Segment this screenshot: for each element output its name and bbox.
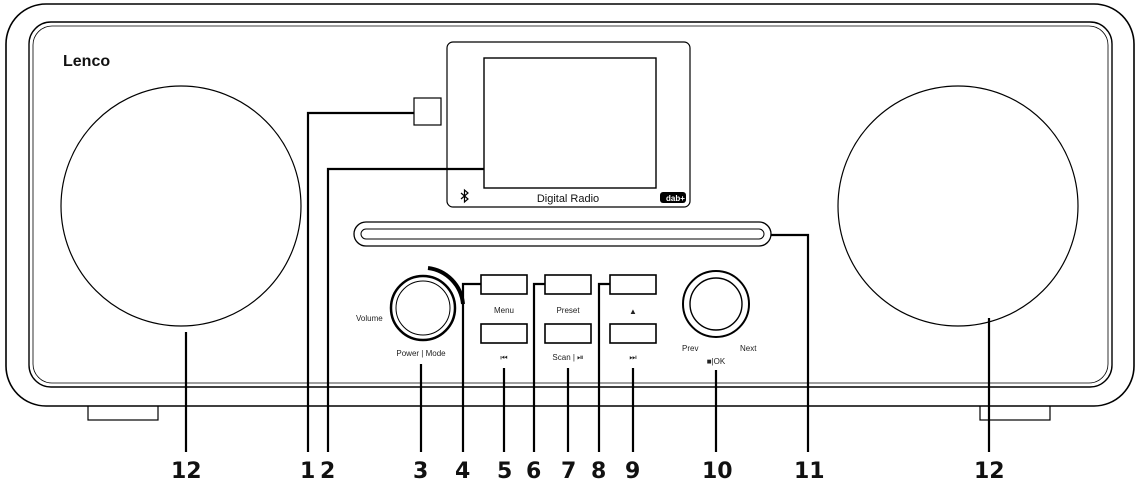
- callout-7: 7: [561, 459, 576, 484]
- prev-track-icon: ⏮: [500, 353, 507, 362]
- callout-2: 2: [320, 459, 335, 484]
- callout-12-left: 12: [171, 459, 202, 484]
- scan-play-label: Scan | ⏯: [552, 353, 583, 362]
- menu-label: Menu: [494, 306, 514, 315]
- prev-track-button[interactable]: [480, 323, 528, 344]
- preset-button[interactable]: [544, 274, 592, 295]
- callout-5: 5: [497, 459, 512, 484]
- remote-sensor: [413, 97, 442, 126]
- stop-ok-label: ■|OK: [707, 357, 726, 366]
- navigation-knob[interactable]: [682, 270, 750, 338]
- dab-plus-logo: dab+: [660, 192, 686, 203]
- cabinet-inner-2: [32, 25, 1109, 384]
- display-screen: [483, 57, 657, 189]
- preset-label: Preset: [556, 306, 580, 315]
- prev-label: Prev: [682, 344, 698, 353]
- callout-8: 8: [591, 459, 606, 484]
- brand-logo: Lenco: [63, 53, 110, 70]
- callout-6: 6: [526, 459, 541, 484]
- left-speaker: [60, 85, 302, 327]
- eject-button[interactable]: [609, 274, 657, 295]
- callout-12-right: 12: [974, 459, 1005, 484]
- leader-lines: [184, 111, 991, 452]
- volume-label: Volume: [356, 314, 383, 323]
- cabinet-inner: [28, 21, 1113, 388]
- navigation-knob-inner: [689, 277, 743, 331]
- callout-3: 3: [413, 459, 428, 484]
- callout-1: 1: [300, 459, 315, 484]
- callout-10: 10: [702, 459, 733, 484]
- scan-play-button[interactable]: [544, 323, 592, 344]
- svg-text:dab+: dab+: [666, 194, 685, 203]
- volume-knob-inner: [395, 280, 451, 336]
- eject-icon: ▲: [629, 307, 637, 316]
- callout-4: 4: [455, 459, 470, 484]
- right-speaker: [837, 85, 1079, 327]
- next-label: Next: [740, 344, 757, 353]
- callout-9: 9: [625, 459, 640, 484]
- cd-slot: [353, 221, 772, 247]
- next-track-icon: ⏭: [629, 353, 636, 362]
- cd-slot-inner: [360, 228, 765, 240]
- display-label: Digital Radio: [537, 193, 599, 205]
- menu-button[interactable]: [480, 274, 528, 295]
- bluetooth-icon: [460, 188, 469, 204]
- volume-knob[interactable]: [389, 274, 457, 342]
- next-track-button[interactable]: [609, 323, 657, 344]
- callout-11: 11: [794, 459, 825, 484]
- power-mode-label: Power | Mode: [396, 349, 446, 358]
